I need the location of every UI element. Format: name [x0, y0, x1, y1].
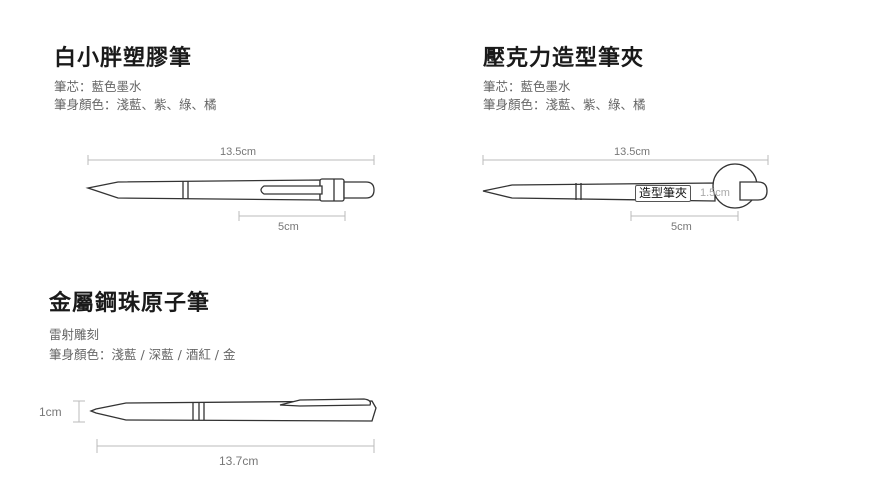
pen-1-clip-label: 5cm: [278, 221, 299, 233]
pen-2-clip-text: 造型筆夾: [635, 185, 692, 202]
pen-1-length-dimension: [87, 155, 375, 165]
pen-1-clip-dimension: [238, 211, 346, 221]
pen-1-outline: [85, 178, 375, 202]
pen-3-section: 金屬鋼珠原子筆 雷射雕刻 筆身顏色：淺藍 / 深藍 / 酒紅 / 金 1cm 1…: [0, 250, 440, 495]
pen-2-drawing: [482, 155, 769, 221]
pen-2-clip-label: 5cm: [671, 221, 692, 233]
pen-1-spec-colors: 筆身顏色：淺藍、紫、綠、橘: [54, 97, 217, 112]
pen-2-spec-colors: 筆身顏色：淺藍、紫、綠、橘: [483, 97, 646, 112]
pen-3-outline: [89, 398, 377, 422]
pen-1-title: 白小胖塑膠筆: [54, 46, 193, 71]
pen-2-spec-refill: 筆芯：藍色墨水: [483, 79, 571, 94]
pen-2-length-dimension: [482, 155, 769, 165]
pen-2-length-label: 13.5cm: [612, 146, 653, 158]
pen-1-spec-refill: 筆芯：藍色墨水: [54, 79, 142, 94]
pen-2-section: 壓克力造型筆夾 筆芯：藍色墨水 筆身顏色：淺藍、紫、綠、橘 13.5cm 造型筆…: [440, 0, 885, 250]
pen-2-title: 壓克力造型筆夾: [483, 46, 645, 71]
pen-2-clip-height-label: 1.5cm: [700, 187, 730, 199]
pen-1-drawing: [85, 155, 375, 221]
pen-3-height-label: 1cm: [39, 405, 62, 419]
pen-3-spec-colors: 筆身顏色：淺藍 / 深藍 / 酒紅 / 金: [49, 347, 236, 362]
pen-3-title: 金屬鋼珠原子筆: [49, 291, 211, 316]
pen-3-drawing: [73, 398, 377, 453]
pen-3-length-dimension: [96, 439, 375, 453]
pen-3-spec-engraving: 雷射雕刻: [49, 327, 100, 342]
pen-3-length-label: 13.7cm: [219, 454, 259, 468]
pen-1-length-label: 13.5cm: [218, 146, 259, 158]
pen-2-clip-dimension: [630, 211, 739, 221]
pen-2-outline: [482, 163, 768, 209]
pen-3-height-dimension: [73, 400, 85, 423]
pen-1-section: 白小胖塑膠筆 筆芯：藍色墨水 筆身顏色：淺藍、紫、綠、橘 13.5cm 5cm: [0, 0, 440, 250]
